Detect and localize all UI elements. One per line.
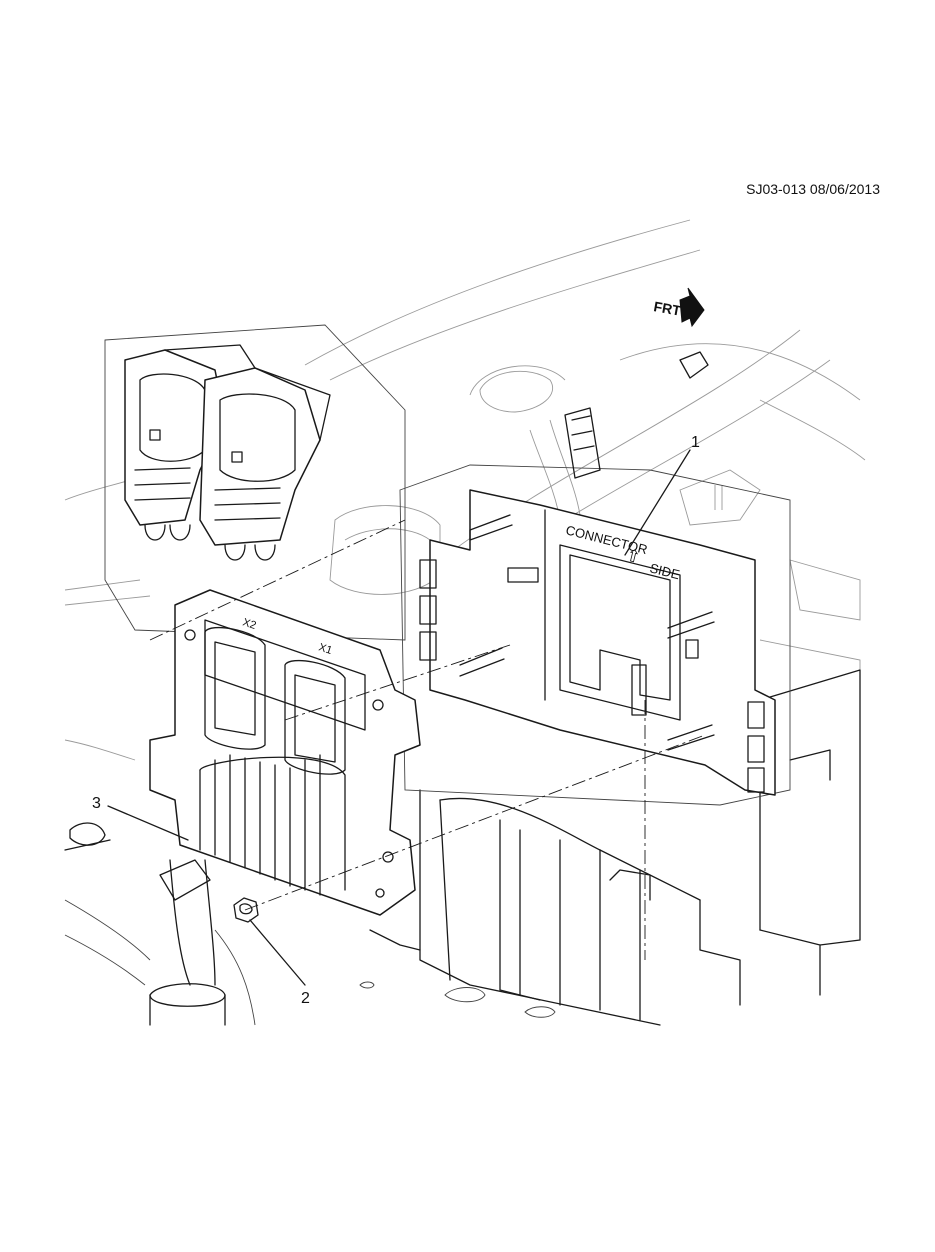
nut — [233, 897, 259, 923]
mounting-bracket: CONNECTOR ⇧ SIDE — [419, 489, 776, 796]
connector-inset — [104, 324, 406, 641]
harness-and-grommet — [64, 822, 256, 1026]
bracket-callout-frame — [399, 464, 791, 806]
callout-leaders — [107, 449, 691, 986]
bracket-text-side: SIDE — [648, 560, 681, 582]
lower-tray-structure — [359, 669, 861, 1026]
front-direction-indicator: FRT — [652, 287, 705, 328]
callout-label-1: 1 — [691, 434, 700, 451]
bracket-arrow-symbol: ⇧ — [624, 545, 642, 567]
ecm-label-x1: X1 — [317, 641, 334, 657]
control-module: X2 X1 — [149, 589, 421, 916]
direction-label-frt: FRT — [652, 298, 682, 319]
harness-connector-top — [564, 351, 709, 479]
drawing-code: SJ03-013 08/06/2013 — [746, 181, 880, 197]
callout-label-3: 3 — [92, 795, 101, 812]
ecm-label-x2: X2 — [241, 616, 258, 632]
exploded-view-centerlines — [149, 519, 706, 960]
callout-label-2: 2 — [301, 990, 310, 1007]
